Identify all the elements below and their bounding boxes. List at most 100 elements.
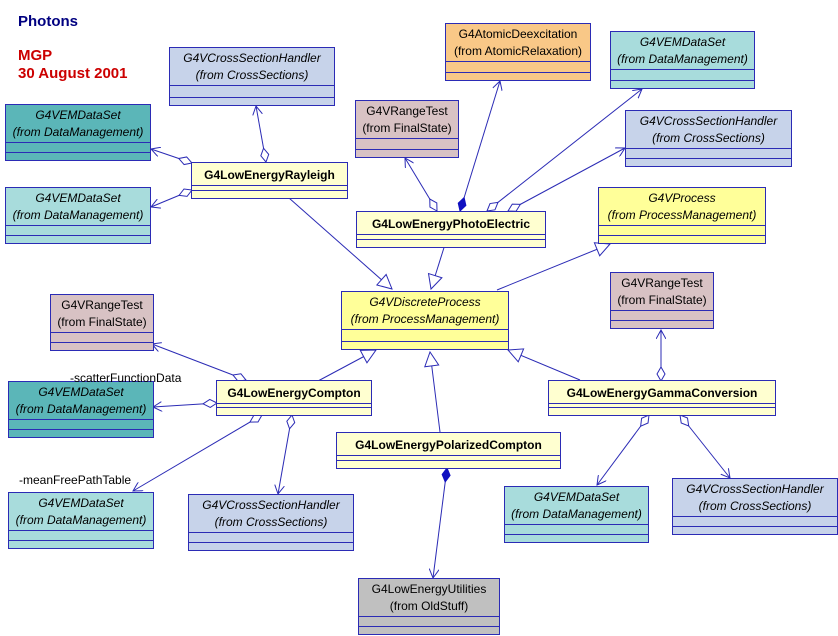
operations-compartment [611, 320, 713, 328]
class-utilities[interactable]: G4LowEnergyUtilities (from OldStuff) [358, 578, 500, 635]
class-emdataset-left-3[interactable]: G4VEMDataSet (from DataManagement) [8, 381, 154, 438]
attributes-compartment [549, 403, 775, 407]
class-emdataset-bottom-right[interactable]: G4VEMDataSet(from DataManagement) [504, 486, 649, 543]
class-name: G4LowEnergyUtilities [371, 582, 487, 596]
class-name: G4LowEnergyRayleigh [204, 168, 335, 182]
assoc-rayleigh-emdataset-1 [151, 149, 192, 163]
class-package: (from DataManagement) [15, 513, 147, 527]
operations-compartment [9, 540, 153, 548]
class-name: G4VCrossSectionHandler [639, 114, 778, 128]
assoc-photoelectric-crosssection [508, 148, 625, 211]
class-name: G4VEMDataSet [35, 191, 121, 205]
attributes-compartment [673, 516, 837, 526]
assoc-compton-emdataset-scatter [153, 403, 217, 407]
operations-compartment [611, 80, 754, 88]
attributes-compartment [9, 530, 153, 540]
class-emdataset-left-2[interactable]: G4VEMDataSet (from DataManagement) [5, 187, 151, 244]
attributes-compartment [342, 329, 508, 341]
attributes-compartment [611, 69, 754, 80]
role-mean-free-path-table: -meanFreePathTable [19, 473, 132, 487]
class-name: G4VDiscreteProcess [369, 295, 481, 309]
class-cross-section-handler-right[interactable]: G4VCrossSectionHandler (from CrossSection… [625, 110, 792, 167]
class-cross-section-handler-bottom[interactable]: G4VCrossSectionHandler (from CrossSection… [188, 494, 354, 551]
assoc-rayleigh-emdataset-2 [151, 190, 192, 207]
attributes-compartment [357, 234, 545, 239]
class-package: (from CrossSections) [698, 499, 812, 513]
class-package: (from DataManagement) [15, 402, 147, 416]
attributes-compartment [356, 138, 458, 149]
assoc-photoelectric-rangetest [405, 158, 437, 211]
class-emdataset-top-right[interactable]: G4VEMDataSet(from DataManagement) [610, 31, 755, 89]
attributes-compartment [359, 616, 499, 626]
operations-compartment [446, 72, 590, 80]
class-name: G4VEMDataSet [38, 496, 124, 510]
assoc-gamma-crosssection [680, 415, 730, 478]
class-package: (from FinalState) [362, 121, 452, 135]
operations-compartment [357, 239, 545, 247]
operations-compartment [626, 158, 791, 166]
class-vprocess[interactable]: G4VProcess(from ProcessManagement) [598, 187, 766, 244]
class-emdataset-left-1[interactable]: G4VEMDataSet(from DataManagement) [5, 104, 151, 161]
class-package: (from CrossSections) [195, 68, 309, 82]
attributes-compartment [446, 61, 590, 72]
attributes-compartment [6, 142, 150, 152]
attributes-compartment [505, 524, 648, 534]
class-name: G4VCrossSectionHandler [202, 498, 340, 512]
class-package: (from FinalState) [57, 315, 147, 329]
operations-compartment [189, 542, 353, 550]
class-gamma-conversion[interactable]: G4LowEnergyGammaConversion [548, 380, 776, 416]
class-cross-section-handler-bottom-right[interactable]: G4VCrossSectionHandler (from CrossSection… [672, 478, 838, 535]
operations-compartment [356, 149, 458, 157]
class-name: G4VCrossSectionHandler [183, 51, 321, 65]
class-range-test-top[interactable]: G4VRangeTest (from FinalState) [355, 100, 459, 158]
assoc-compton-emdataset-meanfree [133, 415, 262, 491]
class-name: G4VRangeTest [61, 298, 143, 312]
class-name: G4VEMDataSet [35, 108, 121, 122]
class-compton[interactable]: G4LowEnergyCompton [216, 380, 372, 416]
class-package: (from DataManagement) [12, 208, 144, 222]
class-range-test-right[interactable]: G4VRangeTest (from FinalState) [610, 272, 714, 329]
class-cross-section-handler-top[interactable]: G4VCrossSectionHandler (from CrossSection… [169, 47, 335, 106]
class-polarized-compton[interactable]: G4LowEnergyPolarizedCompton [336, 432, 561, 469]
class-discrete-process[interactable]: G4VDiscreteProcess (from ProcessManagemen… [341, 291, 509, 350]
attributes-compartment [599, 225, 765, 235]
class-name: G4VCrossSectionHandler [686, 482, 824, 496]
role-scatter-function-data: -scatterFunctionData [70, 371, 182, 385]
attributes-compartment [217, 403, 371, 407]
attributes-compartment [611, 310, 713, 320]
operations-compartment [505, 534, 648, 542]
class-package: (from FinalState) [617, 293, 707, 307]
class-package: (from ProcessManagement) [350, 312, 500, 326]
class-name: G4VRangeTest [621, 276, 703, 290]
diagram-author: MGP [18, 47, 53, 64]
operations-compartment [170, 97, 334, 105]
operations-compartment [6, 152, 150, 160]
class-package: (from CrossSections) [214, 515, 328, 529]
class-package: (from OldStuff) [389, 599, 469, 613]
assoc-polarized-utilities [433, 468, 447, 578]
class-package: (from DataManagement) [617, 52, 748, 66]
class-package: (from CrossSections) [652, 131, 765, 145]
class-rayleigh[interactable]: G4LowEnergyRayleigh [191, 162, 348, 199]
class-range-test-left[interactable]: G4VRangeTest (from FinalState) [50, 294, 154, 351]
class-name: G4LowEnergyGammaConversion [566, 386, 758, 400]
attributes-compartment [170, 85, 334, 97]
class-name: G4VProcess [648, 191, 716, 205]
inherit-gamma [508, 350, 581, 381]
operations-compartment [9, 429, 153, 437]
operations-compartment [51, 342, 153, 350]
attributes-compartment [626, 148, 791, 158]
diagram-title: Photons [18, 13, 78, 30]
assoc-rayleigh-crosssection [256, 106, 266, 162]
class-name: G4VRangeTest [366, 104, 448, 118]
class-atomic-deexcitation[interactable]: G4AtomicDeexcitation(from AtomicRelaxati… [445, 23, 591, 81]
class-photoelectric[interactable]: G4LowEnergyPhotoElectric [356, 211, 546, 248]
assoc-photoelectric-deexcitation [460, 81, 500, 211]
class-name: G4AtomicDeexcitation [458, 27, 578, 41]
class-emdataset-left-4[interactable]: G4VEMDataSet (from DataManagement) [8, 492, 154, 549]
operations-compartment [192, 190, 347, 198]
class-name: G4VEMDataSet [38, 385, 124, 399]
inherit-photoelectric-vprocess [496, 244, 610, 291]
assoc-gamma-emdataset [597, 415, 649, 485]
